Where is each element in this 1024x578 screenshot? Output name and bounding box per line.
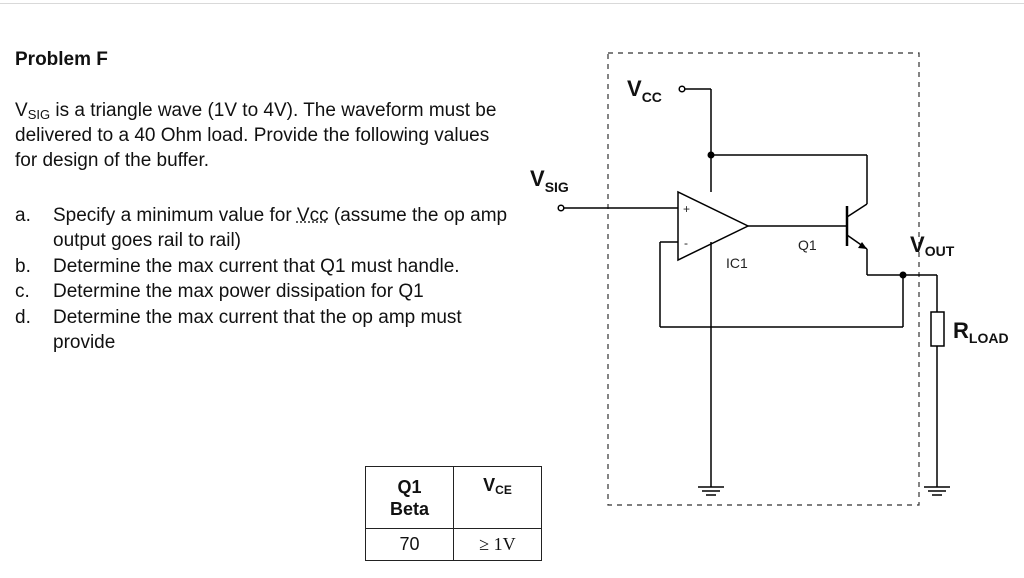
beta-value: 70: [365, 528, 454, 561]
question-c: c.Determine the max power dissipation fo…: [15, 279, 520, 304]
noninverting-sign: +: [683, 202, 690, 216]
top-divider: [0, 3, 1024, 4]
vce-value: ≥ 1V: [453, 528, 542, 561]
rload-label: RLOAD: [953, 318, 1009, 346]
ground-symbol-left: [698, 486, 724, 496]
vcc-terminal: [678, 85, 686, 93]
question-letter: d.: [15, 306, 31, 328]
question-letter: a.: [15, 205, 31, 226]
vsig-subscript: SIG: [27, 107, 51, 122]
question-letter: b.: [15, 255, 31, 277]
question-a: a.Specify a minimum value for Vcc (assum…: [15, 205, 508, 252]
opamp-label: IC1: [726, 255, 748, 271]
intro-text: is a triangle wave (1V to 4V). The wavef…: [15, 100, 497, 171]
vout-label: VOUT: [910, 232, 955, 259]
inverting-sign: -: [684, 236, 688, 250]
question-b: b.Determine the max current that Q1 must…: [15, 254, 520, 279]
vsig-symbol: V: [15, 100, 28, 121]
problem-title: Problem F: [15, 49, 108, 70]
vsig-terminal: [557, 204, 565, 212]
problem-intro: VSIG is a triangle wave (1V to 4V). The …: [15, 98, 515, 173]
question-letter: c.: [15, 281, 30, 303]
transistor-label: Q1: [798, 237, 817, 253]
vsig-label: VSIG: [530, 166, 569, 195]
ground-symbol-right: [924, 486, 950, 496]
transistor-q1: [845, 203, 868, 250]
vcc-term: Vcc: [296, 205, 329, 226]
opamp-ic1: [677, 190, 750, 262]
load-resistor: [930, 311, 945, 347]
dashed-enclosure: [607, 52, 920, 506]
vcc-label: VCC: [627, 76, 662, 105]
question-list: a.Specify a minimum value for Vcc (assum…: [15, 203, 520, 355]
question-d: d.Determine the max current that the op …: [15, 306, 462, 354]
